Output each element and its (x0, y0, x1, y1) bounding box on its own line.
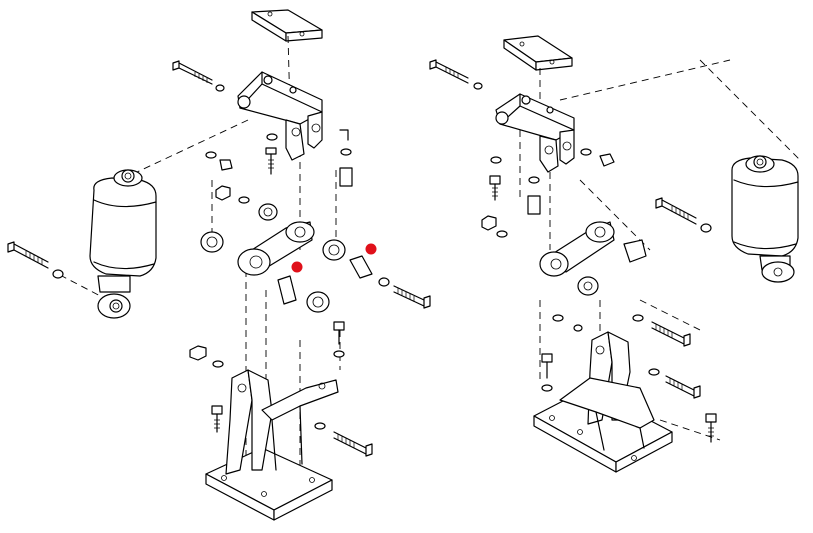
bolt-top-left (172, 60, 225, 92)
right-assembly (429, 35, 801, 473)
bolt-link-left (393, 285, 431, 309)
red-marker-right (365, 243, 377, 255)
red-marker-left (291, 261, 303, 273)
nuts-right (481, 215, 508, 238)
left-assembly (7, 9, 431, 521)
lower-bracket-left (205, 369, 339, 521)
spacers-left (277, 255, 390, 313)
top-plate-right (503, 35, 573, 71)
long-bolt-right (655, 197, 712, 233)
lower-hardware-left (189, 321, 373, 457)
lower-hardware-right (541, 314, 717, 443)
washers-bracket-left (205, 129, 353, 187)
nuts-left (215, 185, 278, 221)
long-bolt-left (7, 241, 64, 279)
upper-bracket-right (495, 93, 575, 173)
top-plate-left (251, 9, 323, 42)
link-arm-right (539, 221, 647, 296)
bolt-top-right (429, 59, 483, 90)
upper-bracket-left (237, 71, 323, 161)
air-spring-left (89, 169, 157, 319)
air-spring-right (731, 155, 799, 283)
washers-bracket-right (489, 148, 615, 215)
link-arm-left (200, 221, 346, 276)
lower-bracket-right (533, 331, 673, 473)
